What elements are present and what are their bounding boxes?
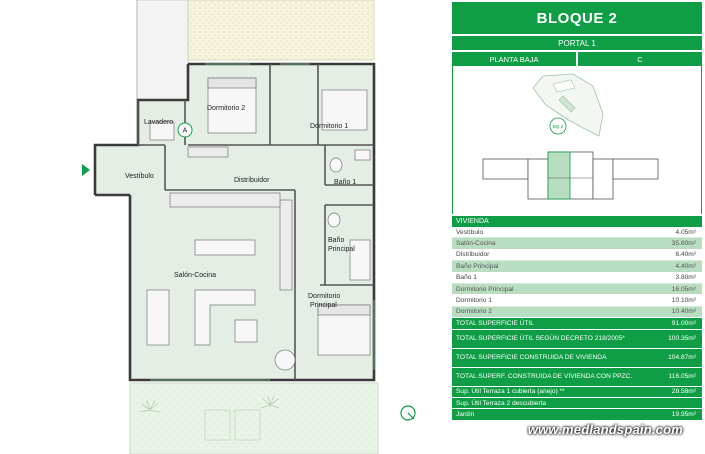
- room-label-bano-1: Baño 1: [334, 179, 356, 186]
- area-row: Baño 1 3.80m²: [452, 272, 702, 284]
- svg-text:BQ 2: BQ 2: [553, 124, 564, 129]
- room-label-distribuidor: Distribuidor: [234, 177, 270, 184]
- portal-label: PORTAL 1: [452, 36, 702, 50]
- area-row-value: 100.35m²: [668, 334, 696, 342]
- area-row-value: 104.87m²: [668, 353, 696, 361]
- floor-row: PLANTA BAJA C: [452, 52, 702, 66]
- area-row: Salón-Cocina 35.80m²: [452, 238, 702, 250]
- block-title: BLOQUE 2: [452, 2, 702, 34]
- area-row-label: TOTAL SUPERF. CONSTRUIDA DE VIVIENDA CON…: [456, 372, 633, 380]
- area-row-value: 91.00m²: [671, 319, 696, 327]
- watermark: www.medlandspain.com: [527, 422, 683, 437]
- area-row: TOTAL SUPERFICIE ÚTIL 91.00m²: [452, 318, 702, 330]
- area-row-label: Sup. Útil Terraza 2 descubierta: [456, 399, 547, 407]
- area-row-value: 10.40m²: [671, 308, 696, 316]
- location-map: BQ 2: [452, 66, 702, 214]
- room-label-lavadero: Lavadero: [144, 119, 173, 126]
- area-row-value: 116.05m²: [668, 372, 696, 380]
- area-row-value: 19.95m²: [671, 410, 696, 418]
- entrance-arrow: [82, 164, 90, 176]
- room-label-dormitorio-2: Dormitorio 2: [207, 105, 245, 112]
- area-row-value: 16.05m²: [671, 285, 696, 293]
- area-row: Baño Principal 4.40m²: [452, 261, 702, 273]
- floor-plan: A Dormitorio 2 Lavadero Dormitorio 1 Ves…: [82, 0, 416, 454]
- furniture: [146, 77, 371, 371]
- area-row-label: Baño 1: [456, 274, 477, 282]
- garden-top: [187, 0, 375, 61]
- info-panel: BLOQUE 2 PORTAL 1 PLANTA BAJA C BQ 2: [452, 2, 702, 452]
- area-row: Distribuidor 6.40m²: [452, 249, 702, 262]
- terrace-top-left: [136, 0, 189, 101]
- unit-highlight: [547, 151, 571, 200]
- area-row-label: Vestíbulo: [456, 228, 484, 236]
- bloque-2-location-icon: [549, 117, 567, 135]
- area-row: Jardín 19.95m²: [452, 409, 702, 421]
- room-label-dormitorio-1: Dormitorio 1: [310, 123, 348, 130]
- area-row: Sup. Útil Terraza 1 cubierta (anejo) ** 2…: [452, 386, 702, 398]
- location-map-drawing: BQ 2: [482, 73, 659, 200]
- area-row-label: TOTAL SUPERFICIE ÚTIL SEGÚN DECRETO 218/…: [456, 334, 625, 342]
- area-row-value: 35.80m²: [671, 240, 696, 248]
- area-row-label: Sup. Útil Terraza 1 cubierta (anejo) **: [456, 388, 565, 396]
- area-row: TOTAL SUPERFICIE CONSTRUIDA DE VIVIENDA 1…: [452, 348, 702, 368]
- area-row: Dormitorio 2 10.40m²: [452, 306, 702, 319]
- room-label-salon-cocina: Salón-Cocina: [174, 272, 216, 279]
- area-row-value: 10.10m²: [671, 297, 696, 305]
- room-label-vestibulo: Vestíbulo: [125, 173, 154, 180]
- area-row: TOTAL SUPERF. CONSTRUIDA DE VIVIENDA CON…: [452, 367, 702, 387]
- area-row-value: 6.40m²: [675, 251, 696, 259]
- garden-bottom: [129, 382, 379, 454]
- area-row-value: 4.05m²: [675, 228, 696, 236]
- area-row: Dormitorio 1 10.10m²: [452, 295, 702, 307]
- area-row-label: TOTAL SUPERFICIE ÚTIL: [456, 319, 534, 327]
- area-row-label: Salón-Cocina: [456, 240, 496, 248]
- unit-letter: C: [578, 52, 702, 66]
- area-row: Vestíbulo 4.05m²: [452, 227, 702, 239]
- area-row: Dormitorio Principal 16.05m²: [452, 283, 702, 296]
- area-row-label: Distribuidor: [456, 251, 490, 259]
- area-row-value: 4.40m²: [675, 262, 696, 270]
- area-row-label: Baño Principal: [456, 262, 499, 270]
- area-row-value: 28.58m²: [671, 388, 696, 396]
- windows: [150, 63, 375, 381]
- area-row-label: Dormitorio 2: [456, 308, 492, 316]
- area-row-label: Jardín: [456, 410, 475, 418]
- area-row-value: 3.80m²: [675, 274, 696, 282]
- floor-label: PLANTA BAJA: [452, 52, 576, 66]
- area-row-label: Dormitorio Principal: [456, 285, 514, 293]
- palm-plants: [139, 395, 280, 413]
- area-row-label: Dormitorio 1: [456, 297, 492, 305]
- area-row: Sup. Útil Terraza 2 descubierta: [452, 397, 702, 410]
- lavadero-marker: [177, 122, 193, 138]
- lavadero-marker-letter: A: [183, 128, 188, 135]
- area-row-label: TOTAL SUPERFICIE CONSTRUIDA DE VIVIENDA: [456, 353, 607, 361]
- compass-icon: [400, 405, 416, 421]
- area-row: TOTAL SUPERFICIE ÚTIL SEGÚN DECRETO 218/…: [452, 329, 702, 349]
- table-header: VIVIENDA: [452, 216, 702, 227]
- interior-walls: [137, 64, 374, 380]
